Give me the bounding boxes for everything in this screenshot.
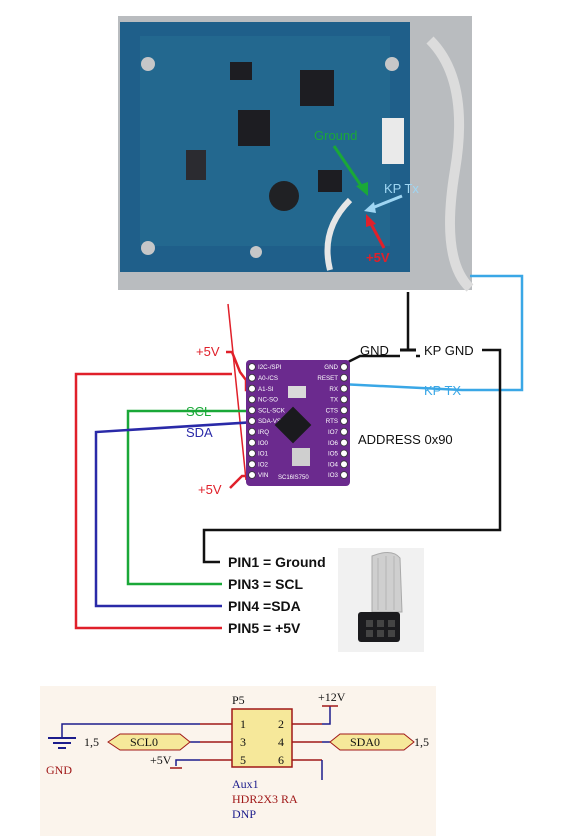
gnd-label: GND xyxy=(360,343,389,358)
left-pin-header xyxy=(248,438,256,447)
right-pin-header xyxy=(340,449,348,458)
kptx-wire xyxy=(339,274,524,392)
scl-label: SCL xyxy=(186,404,211,419)
schem-aux: Aux1 xyxy=(232,777,259,791)
chip-name: SC16IS750 xyxy=(278,475,309,481)
left-pin-label: VIN xyxy=(258,472,268,479)
schem-scl0: SCL0 xyxy=(130,735,158,749)
right-pin-label: IO6 xyxy=(328,440,339,447)
ribbon-connector-photo xyxy=(338,548,424,652)
right-pin-header xyxy=(340,406,348,415)
left-pin-headers xyxy=(248,363,256,479)
photo-kptx-label: KP Tx xyxy=(384,181,419,196)
left-pin-label: I2C-/SPI xyxy=(258,364,282,371)
left-pin-header xyxy=(248,460,256,469)
left-pin-header xyxy=(248,384,256,393)
left-pin-header xyxy=(248,406,256,415)
right-pin-label: IO5 xyxy=(328,451,339,458)
right-pin-label: RESET xyxy=(317,375,338,382)
right-pin-label: IO4 xyxy=(328,461,339,468)
schem-pin-2: 2 xyxy=(278,717,284,731)
left-pin-header xyxy=(248,427,256,436)
left-pin-header xyxy=(248,449,256,458)
pin4-label: PIN4 =SDA xyxy=(228,598,301,614)
schem-dnp: DNP xyxy=(232,807,256,821)
right-pin-header xyxy=(340,471,348,479)
right-pin-header xyxy=(340,427,348,436)
address-label: ADDRESS 0x90 xyxy=(358,432,453,447)
left-pin-header xyxy=(248,363,256,371)
pin5-label: PIN5 = +5V xyxy=(228,620,301,636)
right-pin-label: CTS xyxy=(326,407,338,414)
schem-part: HDR2X3 RA xyxy=(232,792,298,806)
right-pin-label: IO7 xyxy=(328,429,339,436)
right-pin-header xyxy=(340,384,348,393)
right-pin-header xyxy=(340,460,348,469)
schem-pin-1: 1 xyxy=(240,717,246,731)
right-pin-header xyxy=(340,373,348,382)
left-pin-header xyxy=(248,373,256,382)
sda-label: SDA xyxy=(186,425,213,440)
pcb-photo: Ground KP Tx +5V xyxy=(118,16,474,292)
left-pin-label: SCL-SCK xyxy=(258,407,286,414)
left-pin-header xyxy=(248,417,256,425)
right-pin-label: GND xyxy=(324,364,338,371)
scl-wire xyxy=(126,409,256,586)
right-pin-label: TX xyxy=(330,397,338,404)
left-pin-label: A0-/CS xyxy=(258,375,278,382)
plus5v-wire-left xyxy=(74,372,232,630)
left-pin-label: IO1 xyxy=(258,451,269,458)
kp-gnd-label: KP GND xyxy=(424,343,474,358)
sda-wire xyxy=(94,420,257,608)
photo-plus5v-label: +5V xyxy=(366,250,390,265)
plus5v-bottom-label: +5V xyxy=(198,482,222,497)
schem-pin-6: 6 xyxy=(278,753,284,767)
right-pin-header xyxy=(340,395,348,404)
left-pin-label: SDA-VSS xyxy=(258,418,285,425)
left-pin-label: IO2 xyxy=(258,461,269,468)
schem-sheet-right: 1,5 xyxy=(414,735,429,749)
sc16is750-module: I2C-/SPI A0-/CS A1-SI NC-SO SCL-SCK SDA-VSS IR… xyxy=(246,360,350,486)
pin1-label: PIN1 = Ground xyxy=(228,554,326,570)
left-pin-header xyxy=(248,471,256,479)
schem-sheet-left: 1,5 xyxy=(84,735,99,749)
right-pin-label: RTS xyxy=(326,418,338,425)
schem-sda0: SDA0 xyxy=(350,735,380,749)
left-pin-header xyxy=(248,395,256,404)
schematic: P5 1 2 3 4 5 6 GND SCL0 1,5 +5V +12V xyxy=(40,686,436,836)
schem-gnd: GND xyxy=(46,763,72,777)
schem-plus12v: +12V xyxy=(318,690,346,704)
right-pin-header xyxy=(340,363,348,371)
kpgnd-wire xyxy=(202,348,502,564)
right-pin-header xyxy=(340,438,348,447)
right-pin-label: RX xyxy=(329,386,338,393)
left-pin-label: A1-SI xyxy=(258,386,274,393)
left-pin-label: IO0 xyxy=(258,440,269,447)
right-pin-header xyxy=(340,417,348,425)
plus5v-top-label: +5V xyxy=(196,344,220,359)
kp-tx-label: KP TX xyxy=(424,383,461,398)
schem-pin-5: 5 xyxy=(240,753,246,767)
left-pin-label: IRQ xyxy=(258,429,269,436)
left-pin-label: NC-SO xyxy=(258,397,278,404)
schem-ref: P5 xyxy=(232,693,245,707)
schem-pin-4: 4 xyxy=(278,735,284,749)
schem-plus5v: +5V xyxy=(150,753,172,767)
schem-pin-3: 3 xyxy=(240,735,246,749)
photo-ground-label: Ground xyxy=(314,128,357,143)
right-pin-label: IO3 xyxy=(328,472,339,479)
pin3-label: PIN3 = SCL xyxy=(228,576,304,592)
right-pin-headers xyxy=(340,363,348,479)
